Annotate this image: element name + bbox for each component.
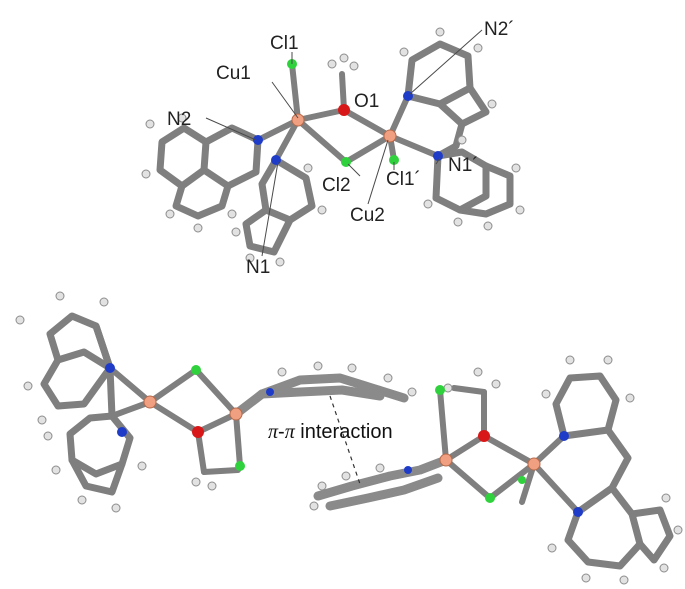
label-cu2: Cu2 xyxy=(350,205,385,226)
cu1-atom xyxy=(291,113,305,127)
label-leader-lines xyxy=(205,29,483,257)
pi-pi-interaction-label: π-π interaction xyxy=(268,422,393,442)
o1-atom xyxy=(338,104,350,116)
label-cl1-prime: Cl1´ xyxy=(386,169,421,190)
pi-symbol-1: π xyxy=(268,421,279,443)
cu2-atom xyxy=(383,129,397,143)
pi-symbol-2: π xyxy=(284,421,295,443)
bottom-right-hydrogens xyxy=(309,355,683,585)
bottom-right-atoms xyxy=(404,385,583,517)
pi-dash: - xyxy=(278,421,285,443)
top-core-bridge xyxy=(255,61,441,165)
cl1p-atom xyxy=(389,155,399,165)
top-left-lower-ring xyxy=(242,156,316,256)
label-n2: N2 xyxy=(167,109,192,130)
n1p-atom xyxy=(433,151,443,161)
label-n1: N1 xyxy=(246,257,271,278)
label-n1-prime: N1´ xyxy=(448,155,479,176)
top-right-lower-ring xyxy=(432,148,514,218)
label-cl2: Cl2 xyxy=(322,175,351,196)
top-left-upper-ring xyxy=(156,124,262,220)
top-molecule xyxy=(156,40,514,256)
interaction-word: interaction xyxy=(294,421,393,443)
bottom-right-molecule xyxy=(313,372,674,570)
top-atoms xyxy=(253,59,443,167)
label-cu1: Cu1 xyxy=(216,63,251,84)
bottom-left-atoms xyxy=(105,363,274,471)
n1-atom xyxy=(271,155,281,165)
label-cl1: Cl1 xyxy=(270,33,299,54)
bottom-left-molecule xyxy=(40,312,409,496)
n2-atom xyxy=(253,135,263,145)
label-n2-prime: N2´ xyxy=(484,19,515,40)
label-o1: O1 xyxy=(354,91,380,112)
bottom-left-hydrogens xyxy=(15,291,417,513)
top-hydrogens xyxy=(141,27,525,267)
